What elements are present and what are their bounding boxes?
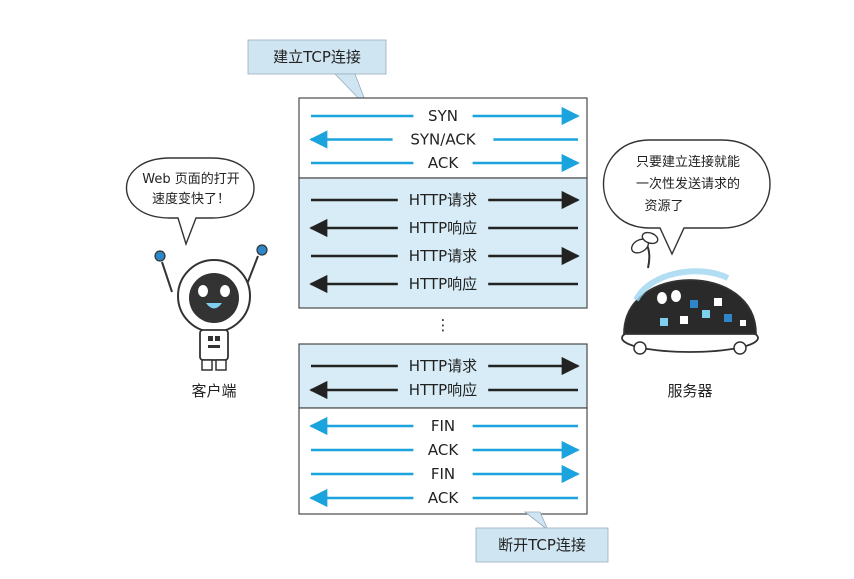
- message-label: HTTP响应: [409, 381, 477, 399]
- message-label: HTTP请求: [409, 357, 477, 375]
- client-bubble-line-2: 速度变快了！: [152, 191, 230, 207]
- message-teardown-4: ACK: [309, 488, 578, 508]
- message-http-block-2-1: HTTP请求: [311, 356, 580, 376]
- message-label: ACK: [428, 154, 459, 172]
- server-bubble-line-2: 一次性发送请求的: [636, 176, 740, 192]
- message-label: HTTP响应: [409, 219, 477, 237]
- message-http-block-1-3: HTTP请求: [311, 246, 580, 266]
- message-teardown-2: ACK: [311, 440, 580, 460]
- ellipsis: ⋮: [436, 316, 451, 334]
- server-bubble-line-1: 只要建立连接就能: [636, 154, 740, 170]
- message-handshake-2: SYN/ACK: [309, 130, 578, 149]
- message-label: ACK: [428, 441, 459, 459]
- message-label: FIN: [431, 417, 455, 435]
- message-http-block-1-1: HTTP请求: [311, 190, 580, 210]
- message-teardown-3: FIN: [311, 464, 580, 484]
- message-label: HTTP请求: [409, 247, 477, 265]
- message-label: SYN/ACK: [410, 131, 476, 149]
- server-speech-bubble: 只要建立连接就能 一次性发送请求的 资源了: [603, 139, 771, 256]
- message-label: FIN: [431, 465, 455, 483]
- message-label: ACK: [428, 489, 459, 507]
- message-http-block-1-2: HTTP响应: [309, 218, 578, 238]
- message-label: HTTP响应: [409, 275, 477, 293]
- message-rows: SYN SYN/ACK ACK HTTP请求 HTTP响应 HTTP请求 HTTP响应 HTT…: [309, 106, 580, 508]
- client-speech-bubble: Web 页面的打开 速度变快了！: [125, 157, 255, 247]
- message-handshake-3: ACK: [311, 153, 580, 173]
- handshake-section: [298, 97, 588, 179]
- disconnect-callout: 断开TCP连接: [475, 511, 609, 563]
- http-section-2: [298, 343, 588, 409]
- client-label: 客户端: [191, 382, 236, 400]
- disconnect-callout-label: 断开TCP连接: [498, 536, 586, 554]
- robot-server-icon: [621, 231, 759, 355]
- message-label: SYN: [428, 107, 458, 125]
- message-handshake-1: SYN: [311, 106, 580, 126]
- message-teardown-1: FIN: [309, 416, 578, 436]
- message-label: HTTP请求: [409, 191, 477, 209]
- message-http-block-1-4: HTTP响应: [309, 274, 578, 294]
- server-bubble-line-3: 资源了: [644, 199, 683, 214]
- message-http-block-2-2: HTTP响应: [309, 380, 578, 400]
- server-label: 服务器: [667, 382, 712, 400]
- robot-client-icon: [154, 244, 268, 371]
- client-bubble-line-1: Web 页面的打开: [142, 171, 239, 187]
- connect-callout-label: 建立TCP连接: [273, 48, 361, 66]
